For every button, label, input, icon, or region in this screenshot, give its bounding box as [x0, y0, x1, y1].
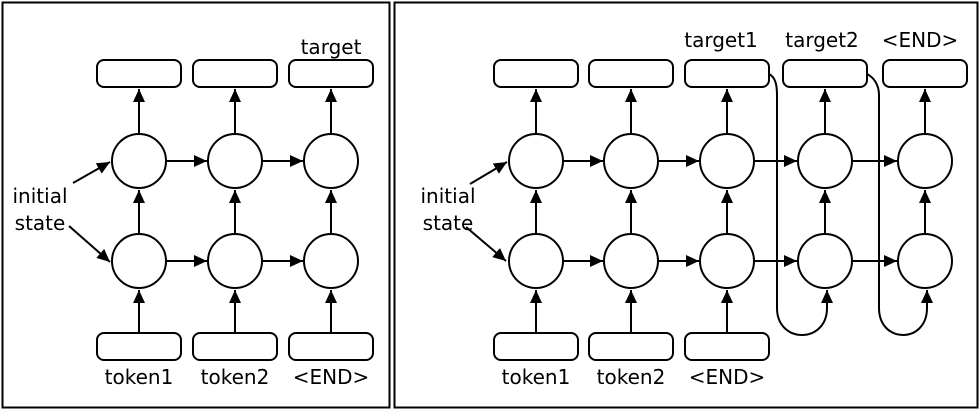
right-token2-label: token2: [596, 365, 666, 389]
right-target1-label: target1: [684, 28, 758, 52]
input-box: [192, 332, 278, 361]
input-box: [288, 332, 374, 361]
left-panel: [1, 1, 391, 409]
rnn-cell: [111, 233, 167, 289]
rnn-cell: [699, 233, 755, 289]
right-end-input-label: <END>: [688, 365, 766, 389]
rnn-cell: [303, 233, 359, 289]
annotation-line: state: [422, 211, 474, 235]
output-box: [493, 59, 579, 88]
rnn-cell: [797, 233, 853, 289]
left-target-label: target: [300, 35, 362, 59]
left-panel-border: [1, 1, 391, 409]
output-box: [588, 59, 674, 88]
left-end-label: <END>: [292, 365, 370, 389]
rnn-cell: [508, 133, 564, 189]
rnn-cell: [897, 133, 953, 189]
input-box: [96, 332, 182, 361]
right-end-output-label: <END>: [881, 28, 959, 52]
feedback-curve: [866, 73, 933, 336]
right-initial-state-label: initial state: [414, 183, 482, 237]
rnn-cell: [207, 133, 263, 189]
initial-state-arrow: [68, 225, 111, 263]
left-token2-label: token2: [200, 365, 270, 389]
output-box: [288, 59, 374, 88]
output-box: [96, 59, 182, 88]
input-box: [493, 332, 579, 361]
output-box: [192, 59, 278, 88]
output-box: [882, 59, 968, 88]
left-initial-state-label: initial state: [6, 183, 74, 237]
annotation-line: initial: [12, 184, 68, 208]
output-box: [782, 59, 868, 88]
initial-state-arrow: [465, 226, 507, 262]
rnn-cell: [111, 133, 167, 189]
right-panel-border: [393, 1, 979, 409]
rnn-cell: [603, 133, 659, 189]
output-box: [684, 59, 770, 88]
initial-state-arrow: [72, 161, 111, 184]
rnn-cell: [303, 133, 359, 189]
rnn-cell: [603, 233, 659, 289]
feedback-curve: [768, 73, 833, 336]
right-token1-label: token1: [501, 365, 571, 389]
right-panel: [393, 1, 979, 409]
annotation-line: state: [14, 211, 66, 235]
rnn-cell: [508, 233, 564, 289]
left-token1-label: token1: [104, 365, 174, 389]
input-box: [588, 332, 674, 361]
rnn-cell: [897, 233, 953, 289]
input-box: [684, 332, 770, 361]
annotation-line: initial: [420, 184, 476, 208]
rnn-cell: [699, 133, 755, 189]
initial-state-arrow: [469, 161, 508, 185]
rnn-cell: [797, 133, 853, 189]
right-target2-label: target2: [785, 28, 859, 52]
rnn-cell: [207, 233, 263, 289]
